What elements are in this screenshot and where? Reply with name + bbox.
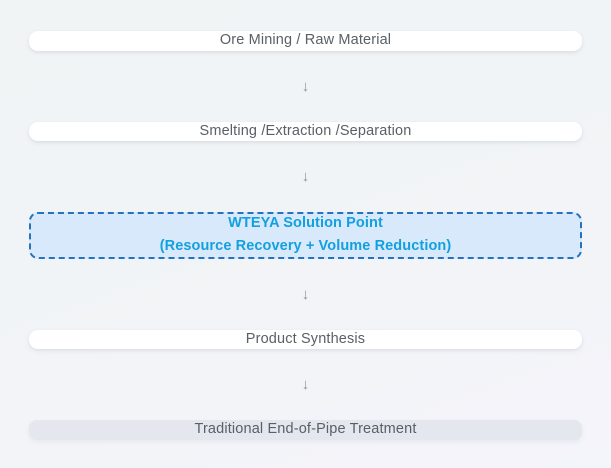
flow-node-label-secondary: (Resource Recovery + Volume Reduction) — [159, 238, 452, 254]
flow-connector-1: ↓ — [29, 51, 582, 122]
flow-node-wteya-solution-point[interactable]: WTEYA Solution Point (Resource Recovery … — [29, 212, 582, 259]
flow-node-ore-mining[interactable]: Ore Mining / Raw Material — [29, 31, 582, 51]
flow-node-product-synthesis[interactable]: Product Synthesis — [29, 329, 582, 350]
flow-node-label: Traditional End-of-Pipe Treatment — [194, 421, 417, 438]
flow-connector-3: ↓ — [29, 259, 582, 330]
flow-node-label: Product Synthesis — [245, 330, 366, 347]
arrow-down-icon: ↓ — [301, 376, 310, 394]
arrow-down-icon: ↓ — [301, 168, 310, 186]
flow-node-label: Smelting /Extraction /Separation — [199, 122, 412, 139]
arrow-down-icon: ↓ — [301, 285, 310, 303]
flow-connector-2: ↓ — [29, 141, 582, 212]
arrow-down-icon: ↓ — [301, 77, 310, 95]
flow-node-smelting[interactable]: Smelting /Extraction /Separation — [29, 121, 582, 142]
flow-connector-4: ↓ — [29, 349, 582, 420]
flow-node-label-primary: WTEYA Solution Point — [228, 215, 383, 232]
flow-node-traditional-treatment[interactable]: Traditional End-of-Pipe Treatment — [29, 420, 582, 440]
flow-node-label: Ore Mining / Raw Material — [219, 32, 392, 48]
